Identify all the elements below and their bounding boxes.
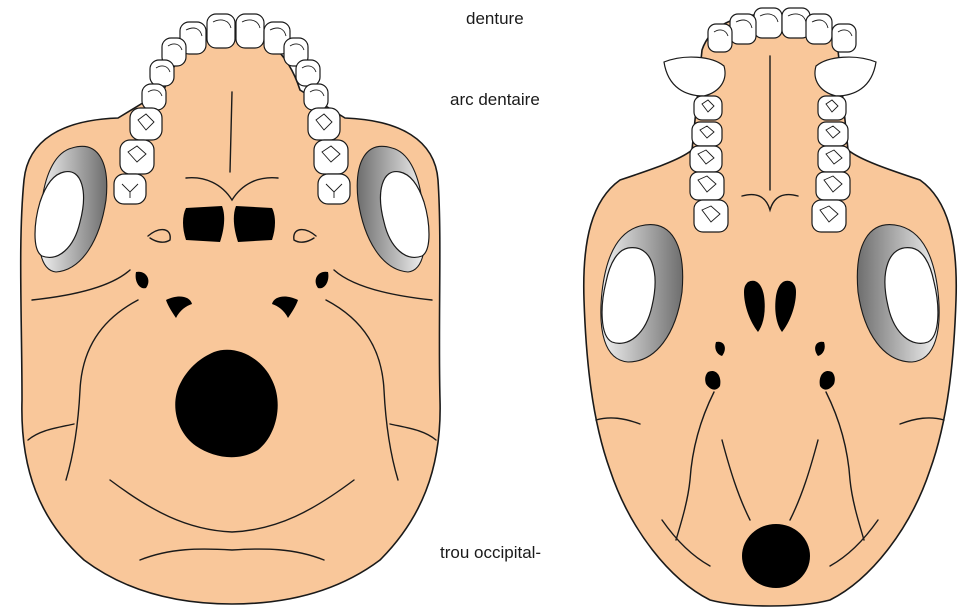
tooth bbox=[150, 60, 174, 86]
tooth bbox=[806, 14, 832, 44]
label-foramen-magnum: trou occipital- bbox=[440, 543, 541, 563]
tooth bbox=[296, 60, 320, 86]
tooth bbox=[818, 96, 846, 120]
tooth bbox=[694, 200, 728, 232]
tooth bbox=[690, 172, 724, 200]
label-denture: denture bbox=[466, 9, 524, 29]
human-skull-outline bbox=[21, 30, 440, 604]
human-skull bbox=[21, 14, 440, 604]
tooth bbox=[812, 200, 846, 232]
label-dental-arch: arc dentaire bbox=[450, 90, 540, 110]
ape-left-canine bbox=[664, 57, 725, 96]
tooth bbox=[120, 140, 154, 174]
tooth bbox=[236, 14, 264, 48]
tooth bbox=[318, 174, 350, 204]
tooth bbox=[207, 14, 235, 48]
tooth bbox=[754, 8, 782, 38]
tooth bbox=[142, 84, 166, 110]
tooth bbox=[818, 122, 848, 146]
right-choana bbox=[234, 206, 275, 242]
tooth bbox=[304, 84, 328, 110]
tooth bbox=[816, 172, 850, 200]
tooth bbox=[694, 96, 722, 120]
tooth bbox=[818, 146, 850, 172]
tooth bbox=[692, 122, 722, 146]
tooth bbox=[708, 24, 732, 52]
tooth bbox=[730, 14, 756, 44]
ape-right-canine bbox=[815, 57, 876, 96]
ape-skull bbox=[584, 8, 956, 606]
tooth bbox=[832, 24, 856, 52]
tooth bbox=[690, 146, 722, 172]
left-choana bbox=[183, 206, 224, 242]
tooth bbox=[314, 140, 348, 174]
ape-foramen-magnum bbox=[742, 524, 810, 588]
tooth bbox=[114, 174, 146, 204]
tooth bbox=[308, 108, 340, 140]
tooth bbox=[130, 108, 162, 140]
